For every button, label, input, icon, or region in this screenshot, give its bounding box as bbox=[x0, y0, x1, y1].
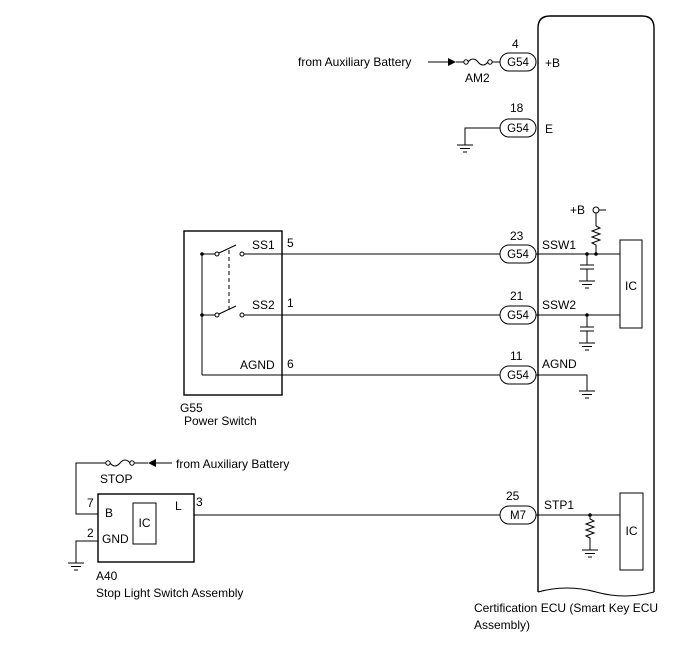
stop-gnd-label: GND bbox=[102, 532, 129, 546]
terminal-ssw2: SSW2 bbox=[542, 298, 576, 312]
stp1-pulldown-resistor-icon bbox=[584, 515, 596, 550]
stop-l-pin: 3 bbox=[196, 495, 203, 509]
fuse-terminal-am2-right bbox=[487, 59, 493, 65]
ss1-contact-left bbox=[214, 251, 220, 257]
connector-g54-ssw2 bbox=[499, 305, 537, 325]
connector-m7-stp1 bbox=[499, 505, 537, 525]
fuse-am2-icon bbox=[467, 58, 489, 66]
ss2-label: SS2 bbox=[252, 298, 275, 312]
terminal-ssw1: SSW1 bbox=[542, 238, 576, 252]
arrow-icon-top bbox=[448, 58, 456, 66]
ground-icon-stop bbox=[68, 562, 84, 571]
stop-switch-ic bbox=[132, 502, 157, 545]
pullup-resistor-icon bbox=[590, 225, 602, 254]
connector-g54-ssw1-label: G54 bbox=[507, 249, 529, 261]
ground-icon-ssw1 bbox=[579, 280, 595, 289]
connector-g54-b-label: G54 bbox=[507, 57, 529, 69]
power-switch-code: G55 bbox=[180, 401, 203, 415]
ecu-outline bbox=[537, 15, 655, 592]
stop-l-label: L bbox=[175, 499, 182, 513]
power-switch-box bbox=[183, 230, 283, 396]
connector-g54-agnd bbox=[499, 365, 537, 385]
fuse-am2-label: AM2 bbox=[465, 71, 490, 85]
ecu-plus-b-terminal bbox=[592, 206, 600, 214]
pin-23: 23 bbox=[510, 229, 524, 243]
stop-switch-box bbox=[97, 493, 195, 563]
ps-agnd-label: AGND bbox=[240, 358, 275, 372]
stop-switch-code: A40 bbox=[96, 569, 118, 583]
stop-gnd-wire bbox=[75, 540, 98, 563]
pin-25: 25 bbox=[506, 489, 520, 503]
ecu-ic-upper bbox=[619, 239, 643, 329]
ss1-blade bbox=[218, 244, 237, 254]
ecu-agnd-wire bbox=[538, 374, 588, 391]
aux-battery-label-top: from Auxiliary Battery bbox=[298, 55, 411, 69]
pin-4: 4 bbox=[512, 37, 519, 51]
stop-b-wire bbox=[75, 462, 106, 515]
fuse-terminal-stop-right bbox=[129, 460, 135, 466]
pin-21: 21 bbox=[510, 289, 524, 303]
fuse-stop-label: STOP bbox=[100, 472, 132, 486]
pin-11: 11 bbox=[510, 349, 523, 363]
aux-battery-label-stop: from Auxiliary Battery bbox=[176, 457, 289, 471]
ecu-ic-lower-label: IC bbox=[626, 524, 638, 538]
ecu-name-line1: Certification ECU (Smart Key ECU bbox=[474, 601, 658, 615]
stop-gnd-pin: 2 bbox=[87, 526, 94, 540]
connector-m7-label: M7 bbox=[510, 510, 526, 522]
connector-g54-ssw2-label: G54 bbox=[507, 310, 529, 322]
stop-b-pin: 7 bbox=[87, 496, 94, 510]
ss2-pin: 1 bbox=[287, 296, 294, 310]
ecu-plus-b-label: +B bbox=[570, 203, 585, 217]
ps-agnd-pin: 6 bbox=[287, 357, 294, 371]
fuse-terminal-stop-left bbox=[105, 460, 111, 466]
ground-icon-ssw2 bbox=[579, 342, 595, 351]
ss2-blade bbox=[218, 305, 237, 315]
pin-18: 18 bbox=[510, 101, 524, 115]
ecu-name-line2: Assembly) bbox=[474, 618, 530, 632]
ss1-contact-right bbox=[239, 251, 245, 257]
stop-switch-name: Stop Light Switch Assembly bbox=[96, 586, 243, 600]
ss1-pin: 5 bbox=[287, 236, 294, 250]
power-switch-name: Power Switch bbox=[184, 414, 257, 428]
ecu-ic-lower bbox=[619, 492, 644, 571]
fuse-terminal-am2-left bbox=[463, 59, 469, 65]
connector-g54-e-label: G54 bbox=[507, 123, 529, 135]
ground-icon-agnd bbox=[579, 390, 595, 399]
e-ground-wire bbox=[464, 127, 500, 145]
terminal-agnd: AGND bbox=[542, 357, 577, 371]
connector-g54-agnd-label: G54 bbox=[507, 370, 529, 382]
connector-g54-ssw1 bbox=[499, 244, 537, 264]
ss2-contact-right bbox=[239, 312, 245, 318]
arrow-icon-stop bbox=[148, 459, 156, 467]
ecu-ic-upper-label: IC bbox=[625, 279, 637, 293]
ecu-bottom-wavy-edge bbox=[537, 587, 655, 597]
ground-icon-e bbox=[457, 144, 473, 153]
ss1-label: SS1 bbox=[252, 238, 275, 252]
terminal-plus-b: +B bbox=[545, 56, 560, 70]
terminal-e: E bbox=[545, 122, 553, 136]
terminal-stp1: STP1 bbox=[544, 498, 574, 512]
connector-g54-b bbox=[499, 52, 537, 72]
stop-switch-ic-label: IC bbox=[139, 516, 151, 530]
fuse-stop-icon bbox=[109, 459, 131, 467]
ground-icon-stp1 bbox=[582, 549, 598, 558]
stop-b-label: B bbox=[105, 506, 113, 520]
ss2-contact-left bbox=[214, 312, 220, 318]
